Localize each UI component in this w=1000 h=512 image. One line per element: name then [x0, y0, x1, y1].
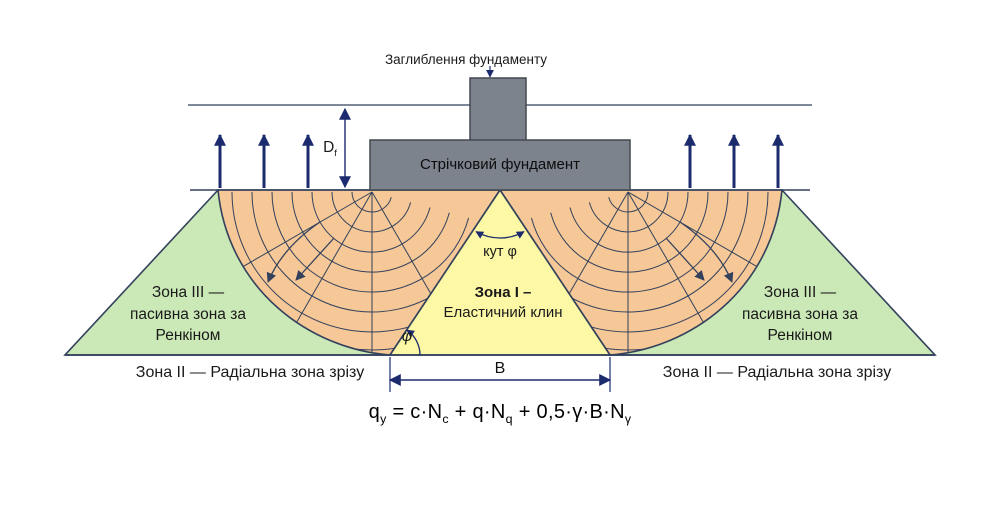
formula-subscript: c [442, 412, 449, 426]
surcharge-arrows [214, 133, 784, 188]
embedment-label: Заглиблення фундаменту [384, 52, 548, 67]
bearing-capacity-formula: qy = c·Nc + q·Nq + 0,5·γ·B·Nγ [369, 399, 632, 425]
foundation [369, 77, 631, 191]
zone3-left-line1: Зона III — [151, 284, 225, 301]
foundation-stem [469, 77, 527, 143]
zone3-left-line2: пасивна зона за [130, 305, 246, 323]
shear-direction-arrows [266, 221, 734, 283]
formula-subscript: y [380, 412, 387, 426]
df-subscript: f [334, 148, 337, 160]
soil-zones [63, 188, 937, 356]
zone1-label: Зона I – Еластичний клин [443, 283, 562, 322]
zone3-right-label: Зона III — пасивна зона за Ренкіном [742, 282, 858, 347]
zone1-title: Зона I – [474, 284, 532, 301]
foundation-footing [369, 139, 631, 191]
phi-label: φ [401, 328, 413, 345]
zone3-left-line3: Ренкіном [155, 327, 221, 344]
df-label: Df [323, 138, 337, 158]
formula-part: + 0,5·γ·B·N [512, 401, 625, 423]
zone3-right-line2: пасивна зона за [742, 305, 858, 323]
apex-angle-label: кут φ [483, 244, 517, 260]
phi-angle-arc [406, 329, 421, 356]
b-label: B [494, 360, 506, 377]
formula-part: q [368, 401, 381, 423]
formula-subscript: γ [624, 412, 632, 426]
zone3-left-label: Зона III — пасивна зона за Ренкіном [130, 282, 246, 347]
zone2-right-label: Зона II — Радіальна зона зрізу [662, 364, 892, 381]
formula-subscript: q [505, 412, 513, 426]
zone3-right-line1: Зона III — [763, 284, 837, 301]
formula-part: = c·N [386, 401, 443, 423]
zone1-subtitle: Еластичний клин [443, 303, 563, 321]
formula-part: + q·N [448, 401, 506, 423]
foundation-label: Стрічковий фундамент [419, 156, 581, 173]
zone3-right-line3: Ренкіном [767, 327, 833, 344]
apex-angle-arc [475, 231, 525, 239]
df-symbol: D [323, 139, 335, 156]
zone2-left-label: Зона II — Радіальна зона зрізу [135, 364, 365, 381]
